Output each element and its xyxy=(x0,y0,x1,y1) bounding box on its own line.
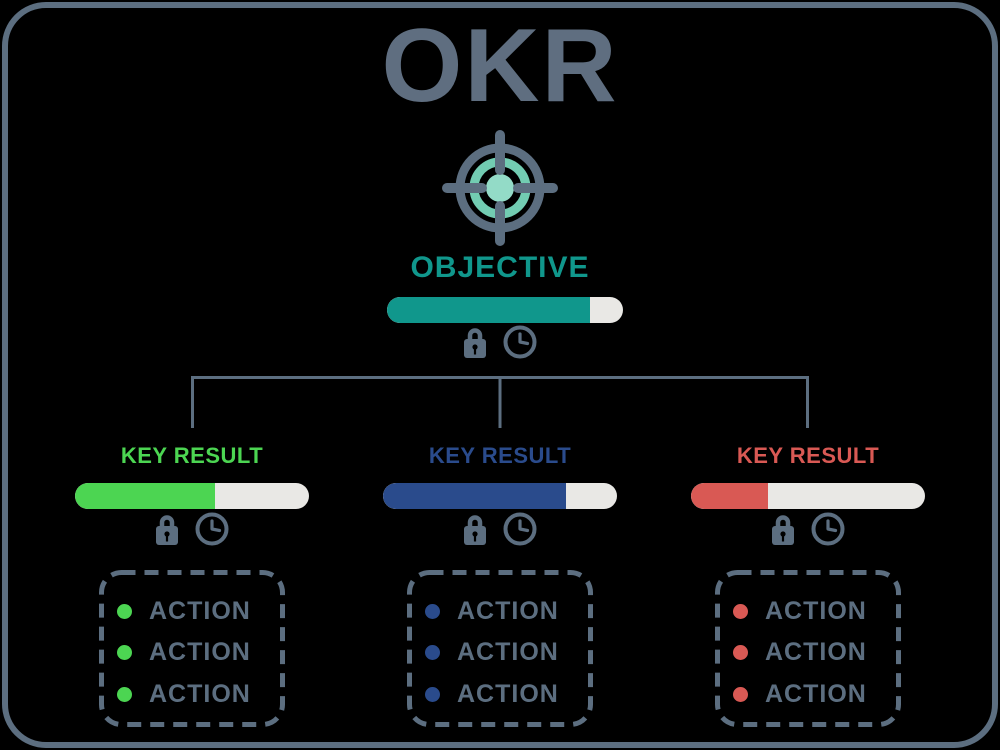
dashed-border xyxy=(99,570,285,727)
bullet-dot-icon xyxy=(425,686,440,702)
bullet-dot-icon xyxy=(425,645,440,660)
bullet-dot-icon xyxy=(117,603,132,619)
action-list-box: ACTION ACTION ACTION xyxy=(407,570,593,727)
action-item: ACTION xyxy=(117,638,285,667)
key-result-progress-bar xyxy=(691,483,925,509)
key-result-column-3: KEY RESULT xyxy=(688,440,928,740)
bullet-dot-icon xyxy=(733,603,748,619)
action-list-box: ACTION ACTION ACTION xyxy=(715,570,901,727)
key-result-progress-fill xyxy=(691,483,769,509)
action-label: ACTION xyxy=(457,679,559,708)
key-result-progress-fill xyxy=(383,483,566,509)
objective-progress-fill xyxy=(387,297,590,323)
key-result-status-icons xyxy=(72,512,312,551)
bullet-dot-icon xyxy=(117,645,132,660)
key-result-label: KEY RESULT xyxy=(120,443,264,468)
action-label: ACTION xyxy=(149,679,251,708)
key-result-status-icons xyxy=(688,512,928,551)
clock-icon xyxy=(195,512,229,551)
action-item: ACTION xyxy=(117,597,285,626)
key-result-progress-bar xyxy=(75,483,309,509)
action-item: ACTION xyxy=(425,638,593,667)
lock-icon xyxy=(463,326,487,364)
key-result-progress-fill xyxy=(75,483,216,509)
page-title: OKR xyxy=(381,8,619,124)
action-label: ACTION xyxy=(149,596,251,625)
dashed-border xyxy=(407,570,593,727)
clock-icon xyxy=(503,512,537,551)
lock-icon xyxy=(155,513,179,551)
action-item: ACTION xyxy=(425,680,593,709)
clock-icon xyxy=(503,325,537,364)
action-item: ACTION xyxy=(733,638,901,667)
key-result-label: KEY RESULT xyxy=(428,443,572,468)
objective-label: OBJECTIVE xyxy=(410,251,590,284)
objective-status-icons xyxy=(0,325,1000,364)
bullet-dot-icon xyxy=(425,603,440,619)
lock-icon xyxy=(463,513,487,551)
key-result-column-1: KEY RESULT xyxy=(72,440,312,740)
target-icon xyxy=(440,128,560,248)
action-item: ACTION xyxy=(733,680,901,709)
action-item: ACTION xyxy=(425,597,593,626)
action-label: ACTION xyxy=(457,638,559,666)
action-label: ACTION xyxy=(765,638,867,666)
bullet-dot-icon xyxy=(117,686,132,702)
action-list-box: ACTION ACTION ACTION xyxy=(99,570,285,727)
bullet-dot-icon xyxy=(733,686,748,702)
bullet-dot-icon xyxy=(733,645,748,660)
objective-progress-bar xyxy=(387,297,623,323)
clock-icon xyxy=(811,512,845,551)
action-label: ACTION xyxy=(457,596,559,625)
dashed-border xyxy=(715,570,901,727)
action-label: ACTION xyxy=(765,679,867,708)
key-result-status-icons xyxy=(380,512,620,551)
key-result-progress-bar xyxy=(383,483,617,509)
key-result-label: KEY RESULT xyxy=(736,443,880,468)
action-label: ACTION xyxy=(765,596,867,625)
lock-icon xyxy=(771,513,795,551)
action-item: ACTION xyxy=(733,597,901,626)
action-item: ACTION xyxy=(117,680,285,709)
action-label: ACTION xyxy=(149,638,251,666)
key-result-column-2: KEY RESULT xyxy=(380,440,620,740)
